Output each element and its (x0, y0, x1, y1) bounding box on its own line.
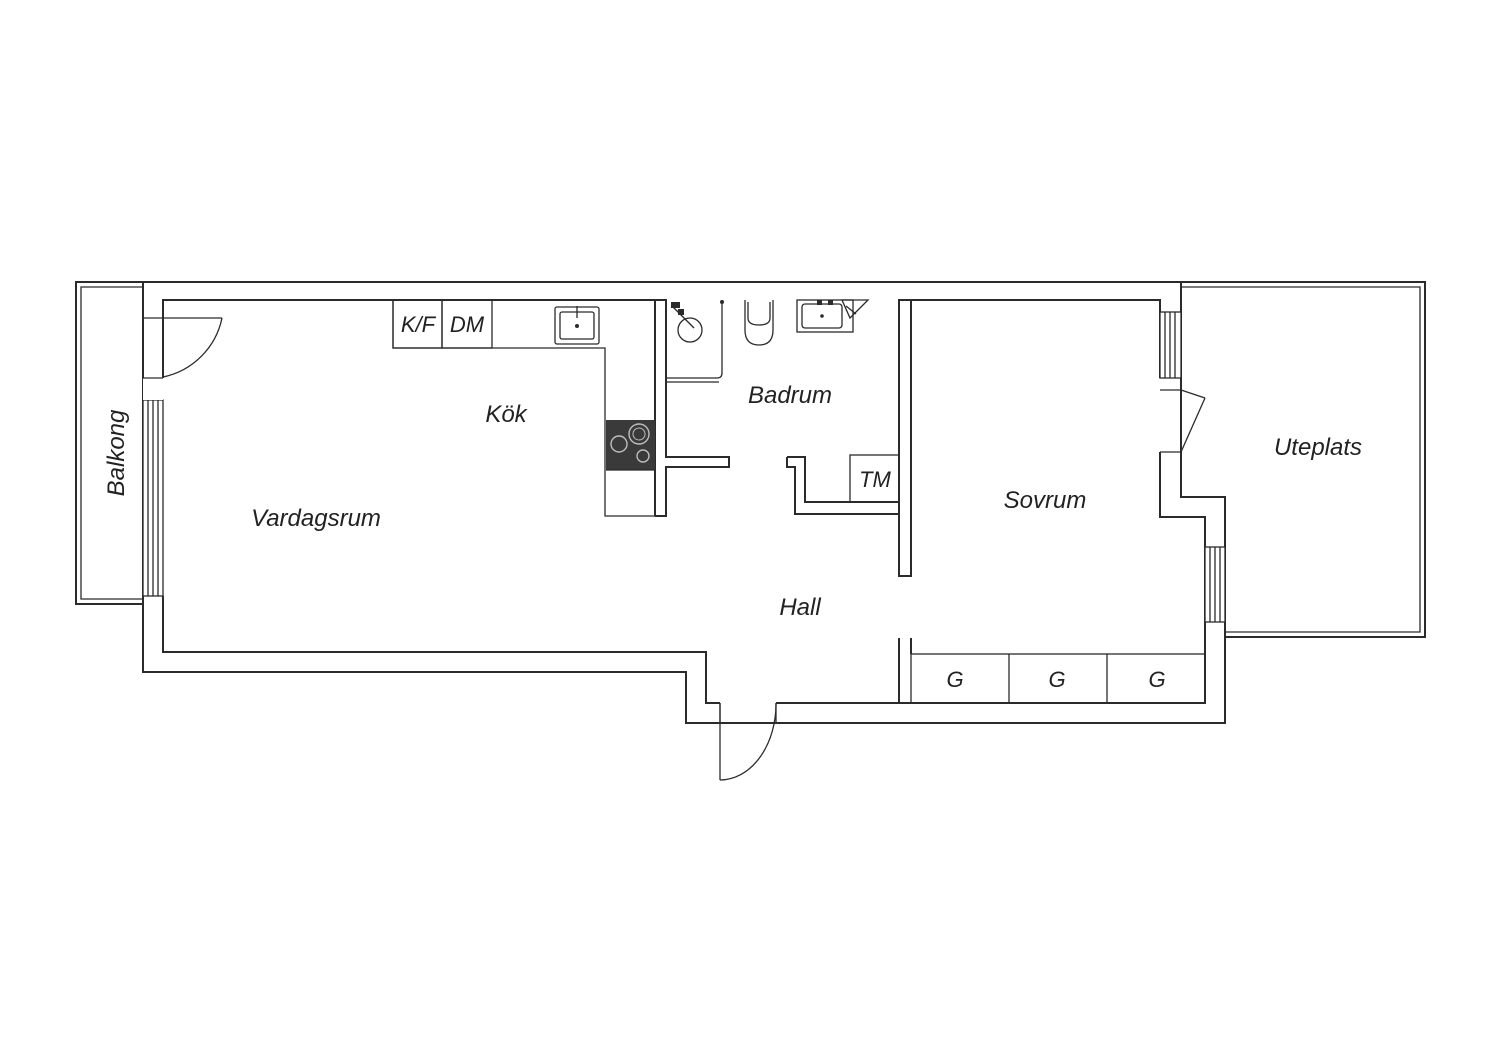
room-label-kok: Kök (485, 401, 528, 428)
dishwasher-label: DM (450, 312, 485, 337)
window-bedroom-lower (1204, 546, 1226, 623)
room-label-uteplats: Uteplats (1274, 434, 1362, 461)
bathroom-sink-icon (796, 299, 870, 333)
room-label-hall: Hall (779, 594, 821, 621)
kitchen-sink-icon (554, 306, 600, 345)
patio-area (1181, 281, 1426, 638)
shower-icon (666, 300, 724, 383)
wardrobe-2-label: G (1048, 667, 1065, 692)
washing-machine-label: TM (859, 467, 891, 492)
room-label-balkong: Balkong (103, 409, 130, 496)
stove-icon (606, 420, 655, 471)
wardrobe-1-label: G (946, 667, 963, 692)
room-label-vardagsrum: Vardagsrum (251, 505, 381, 532)
room-label-badrum: Badrum (748, 382, 832, 409)
fridge-freezer: K/F (392, 299, 443, 349)
entrance-door (719, 702, 777, 781)
wardrobe-3-label: G (1148, 667, 1165, 692)
dishwasher: DM (441, 299, 493, 349)
toilet-icon (744, 300, 774, 346)
patio-door (1160, 389, 1206, 453)
wardrobes: G G G (910, 653, 1206, 704)
balcony-door (142, 317, 223, 400)
balcony-area (75, 281, 143, 605)
fridge-freezer-label: K/F (401, 312, 437, 337)
window-left (142, 399, 164, 597)
room-label-sovrum: Sovrum (1004, 487, 1087, 514)
window-bedroom-upper (1159, 311, 1182, 379)
washing-machine: TM (849, 454, 900, 503)
